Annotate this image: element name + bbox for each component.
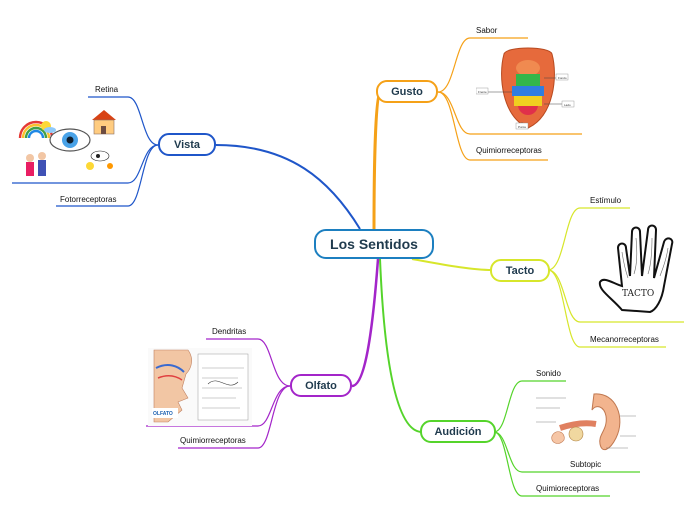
connector-vista-retina — [88, 96, 159, 146]
subtopic-estimulo[interactable]: Estímulo — [590, 196, 622, 205]
subtopic-sonido[interactable]: Sonido — [536, 369, 561, 378]
subtopic-gusto-quimiorreceptoras[interactable]: Quimiorreceptoras — [476, 146, 542, 155]
connector-gusto-sabor — [437, 37, 528, 93]
connector-central-olfato — [351, 258, 380, 388]
tongue-tip-label: Punta — [518, 125, 526, 129]
hand-image: TACTO — [598, 224, 674, 314]
subtopic-sabor[interactable]: Sabor — [476, 26, 498, 35]
subtopic-subtopic[interactable]: Subtopic — [570, 460, 602, 469]
connector-central-vista — [215, 144, 361, 230]
connector-central-tacto — [411, 258, 493, 271]
subtopic-mecanorreceptoras[interactable]: Mecanorreceptoras — [590, 335, 659, 344]
topic-audicion[interactable]: Audición — [420, 420, 496, 443]
nose-image: OLFATO — [148, 348, 252, 426]
subtopic-fotorreceptoras[interactable]: Fotorreceptoras — [60, 195, 117, 204]
ear-image — [536, 393, 636, 451]
subtopic-quimioreceptoras[interactable]: Quimioreceptoras — [536, 484, 600, 493]
connector-tacto-estimulo — [547, 207, 630, 271]
connector-audicion-quimio — [493, 431, 610, 497]
connector-gusto-img — [437, 91, 582, 135]
connector-audicion-subtopic — [493, 431, 640, 473]
connector-olfato-img — [146, 385, 291, 427]
tongue-back-label: Fondo — [558, 76, 567, 80]
central-topic[interactable]: Los Sentidos — [314, 229, 434, 259]
connector-vista-img — [12, 144, 159, 184]
topic-vista[interactable]: Vista — [158, 133, 216, 156]
tongue-side-label: Lado — [564, 103, 571, 107]
subtopic-retina[interactable]: Retina — [95, 85, 119, 94]
topic-olfato[interactable]: Olfato — [290, 374, 352, 397]
connector-audicion-sonido — [493, 380, 566, 433]
subtopic-olfato-quimiorreceptoras[interactable]: Quimiorreceptoras — [180, 436, 246, 445]
connector-olfato-quimio — [178, 385, 291, 449]
vision-collage-image — [18, 110, 116, 176]
tongue-front-label: Frente — [478, 90, 487, 94]
connector-olfato-dendritas — [206, 338, 291, 387]
connector-central-audicion — [379, 258, 423, 433]
connector-vista-fotor — [56, 144, 159, 207]
topic-gusto[interactable]: Gusto — [376, 80, 438, 103]
connector-tacto-mecano — [547, 269, 666, 348]
connector-gusto-quimio — [437, 91, 548, 161]
subtopic-dendritas[interactable]: Dendritas — [212, 327, 247, 336]
topic-tacto[interactable]: Tacto — [490, 259, 550, 282]
nose-caption-label: OLFATO — [153, 411, 173, 417]
tongue-image: Frente Fondo Lado Punta — [476, 47, 575, 130]
connector-central-gusto — [372, 90, 382, 231]
hand-title-label: TACTO — [622, 289, 654, 299]
